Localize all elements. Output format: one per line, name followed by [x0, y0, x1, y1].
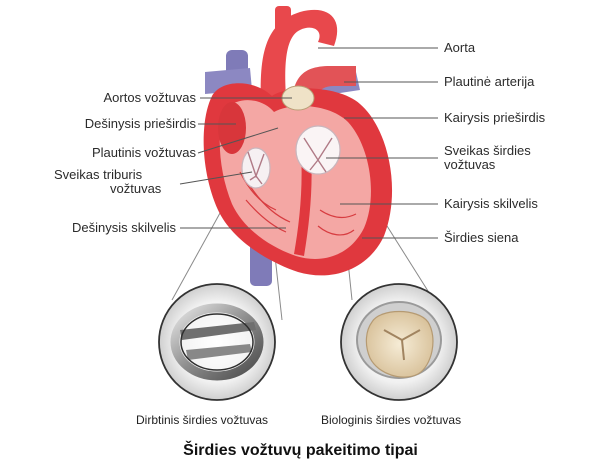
label-mitral-valve-line2: vožtuvas	[444, 157, 496, 172]
right-atrium-shape	[218, 102, 246, 154]
mitral-valve-shape	[295, 125, 341, 175]
caption-mechanical-valve: Dirbtinis širdies vožtuvas	[136, 413, 269, 427]
leader-lines	[179, 47, 438, 239]
label-pulmonary-artery: Plautinė arterija	[444, 74, 535, 89]
label-right-ventricle: Dešinysis skilvelis	[71, 220, 176, 235]
label-heart-wall: Širdies siena	[444, 230, 519, 245]
label-aortic-valve: Aortos vožtuvas	[103, 90, 197, 105]
caption-biological-valve: Biologinis širdies vožtuvas	[321, 413, 462, 427]
label-aorta: Aorta	[444, 40, 476, 55]
aorta-branch	[275, 6, 291, 32]
tricuspid-valve-shape	[241, 147, 271, 189]
label-left-atrium: Kairysis prieširdis	[444, 110, 546, 125]
label-mitral-valve-line1: Sveikas širdies	[444, 143, 531, 158]
label-tricuspid-valve-line2: vožtuvas	[110, 181, 162, 196]
label-left-ventricle: Kairysis skilvelis	[444, 196, 538, 211]
label-tricuspid-valve-line1: Sveikas triburis	[54, 167, 143, 182]
label-pulmonary-valve: Plautinis vožtuvas	[91, 145, 196, 160]
mechanical-valve-inset	[158, 283, 276, 401]
muscle-striations	[239, 171, 357, 236]
diagram-title: Širdies vožtuvų pakeitimo tipai	[183, 442, 418, 459]
biological-valve-inset	[340, 283, 458, 401]
label-right-atrium: Dešinysis prieširdis	[84, 116, 196, 131]
